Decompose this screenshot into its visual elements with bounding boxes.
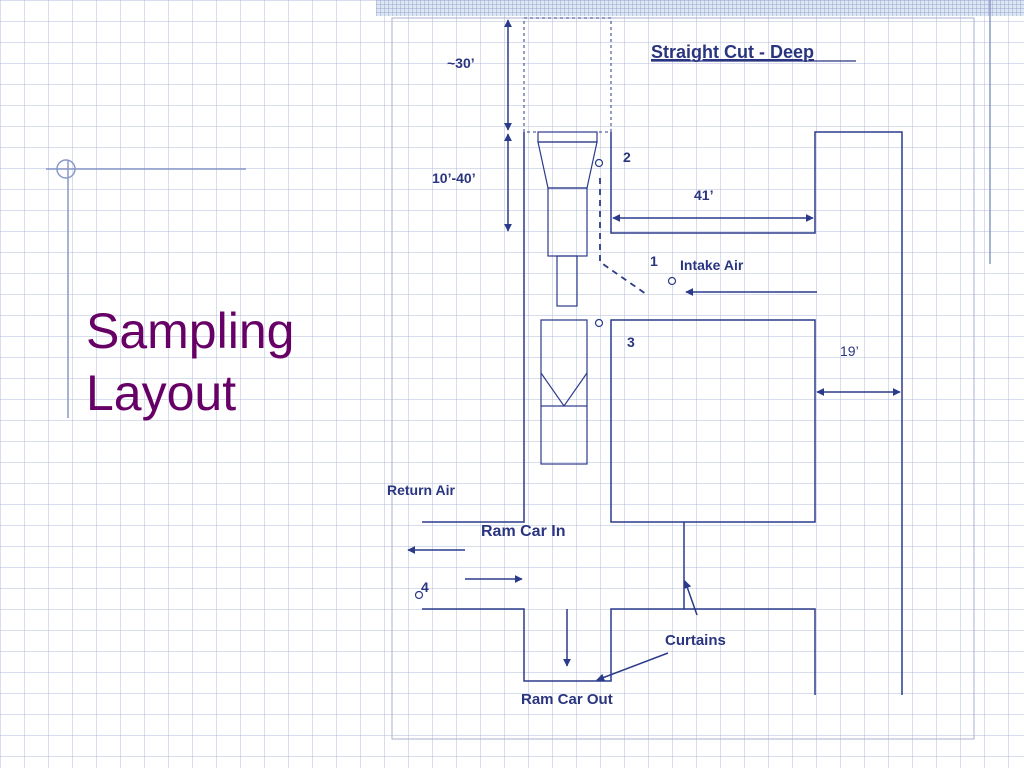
miner-cutter-head [537, 131, 598, 143]
curtains-pointer-up [683, 580, 698, 616]
entry-walls [422, 131, 903, 695]
line-curtain [599, 178, 647, 295]
ram-car-cab [540, 405, 588, 465]
miner-conveyor [556, 255, 578, 307]
sample-marker-2 [594, 158, 604, 168]
header-band [376, 0, 1024, 16]
left-wall-upper [422, 132, 525, 523]
diagram-frame [391, 17, 975, 740]
sample-label-2: 2 [623, 149, 631, 165]
dimension-arrows [504, 19, 901, 396]
diagram-heading: Straight Cut - Deep [651, 42, 814, 62]
ram-car-in-label: Ram Car In [481, 523, 565, 540]
curtains-label: Curtains [665, 632, 726, 649]
ram-car-out-label: Ram Car Out [521, 691, 613, 708]
miner-body [547, 187, 588, 257]
sample-label-3: 3 [627, 334, 635, 350]
ram-car-chute [540, 372, 588, 408]
ram-car-bed [540, 319, 588, 406]
pillar-block [610, 319, 816, 523]
face-extension [523, 17, 612, 133]
sampling-points [414, 158, 677, 600]
sample-label-4: 4 [421, 579, 429, 595]
sample-label-1: 1 [650, 253, 658, 269]
right-wall [610, 131, 903, 695]
sample-marker-3 [594, 318, 604, 328]
sample-marker-4 [414, 590, 424, 600]
slide-title-line1: Sampling [86, 303, 295, 359]
ram-car [540, 319, 588, 465]
intake-air-label: Intake Air [680, 257, 744, 273]
flow-arrows [407, 288, 817, 682]
continuous-miner [537, 131, 598, 307]
curtains-pointer-down [596, 652, 669, 682]
slide-title-line2: Layout [86, 365, 237, 421]
title-bracket [46, 159, 246, 418]
miner-boom [537, 141, 598, 189]
sample-marker-1 [667, 276, 677, 286]
slide-title: Sampling Layout [86, 300, 294, 424]
bottom-wall [422, 608, 816, 695]
dim-miner-label: 10’-40’ [432, 170, 476, 186]
return-air-label: Return Air [387, 482, 455, 498]
dim-gap-label: 19’ [840, 343, 859, 359]
dim-top-label: ~30’ [447, 55, 475, 71]
dim-crosscut-label: 41’ [694, 187, 713, 203]
